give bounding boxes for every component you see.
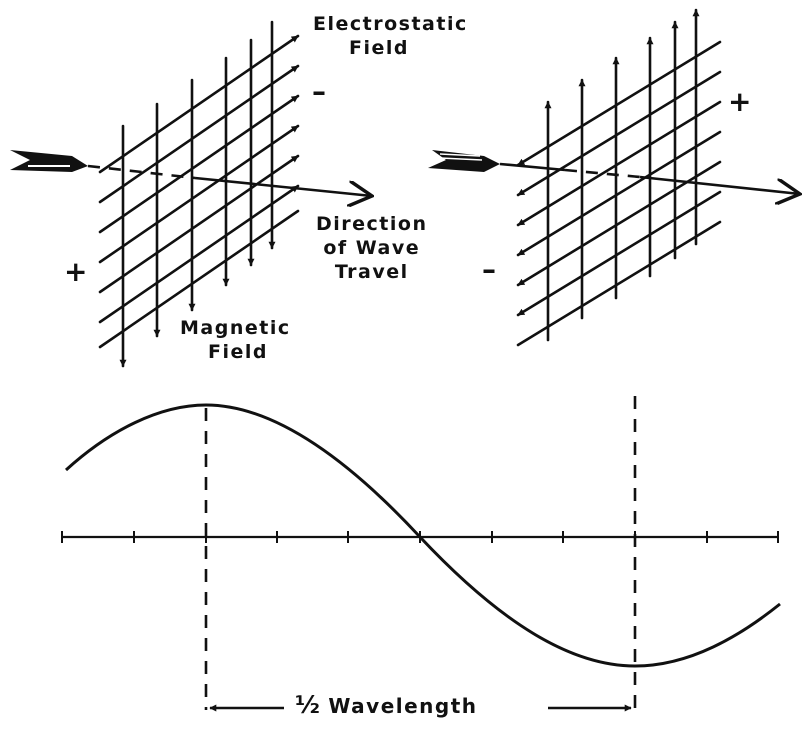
direction-label-line2: of Wave	[316, 236, 427, 260]
right-minus-sign: –	[482, 256, 496, 284]
electrostatic-field-label: Electrostatic Field	[313, 12, 468, 60]
sine-wave-curve	[66, 405, 780, 666]
magnetic-field-label: Magnetic Field	[180, 316, 291, 364]
right-wavefront-panel	[518, 10, 720, 345]
right-plus-sign: +	[728, 88, 751, 116]
left-plus-sign: +	[64, 258, 87, 286]
direction-of-wave-travel-label: Direction of Wave Travel	[316, 212, 427, 284]
left-arrow-fletching	[10, 150, 88, 172]
direction-label-line3: Travel	[316, 260, 427, 284]
half-wavelength-word: Wavelength	[328, 694, 477, 718]
right-arrow-fletching	[428, 150, 500, 172]
direction-label-line1: Direction	[316, 212, 427, 236]
magnetic-label-line1: Magnetic	[180, 316, 291, 340]
half-wavelength-label: ½ Wavelength	[295, 691, 478, 719]
left-wavefront-panel	[100, 22, 298, 366]
waveform-plot	[62, 396, 780, 715]
electrostatic-label-line2: Field	[313, 36, 468, 60]
right-magnetic-field-lines	[548, 10, 696, 340]
half-wavelength-fraction: ½	[295, 691, 320, 719]
magnetic-label-line2: Field	[180, 340, 291, 364]
left-electrostatic-field-lines	[100, 36, 298, 347]
left-minus-sign: –	[312, 78, 326, 106]
electrostatic-label-line1: Electrostatic	[313, 12, 468, 36]
